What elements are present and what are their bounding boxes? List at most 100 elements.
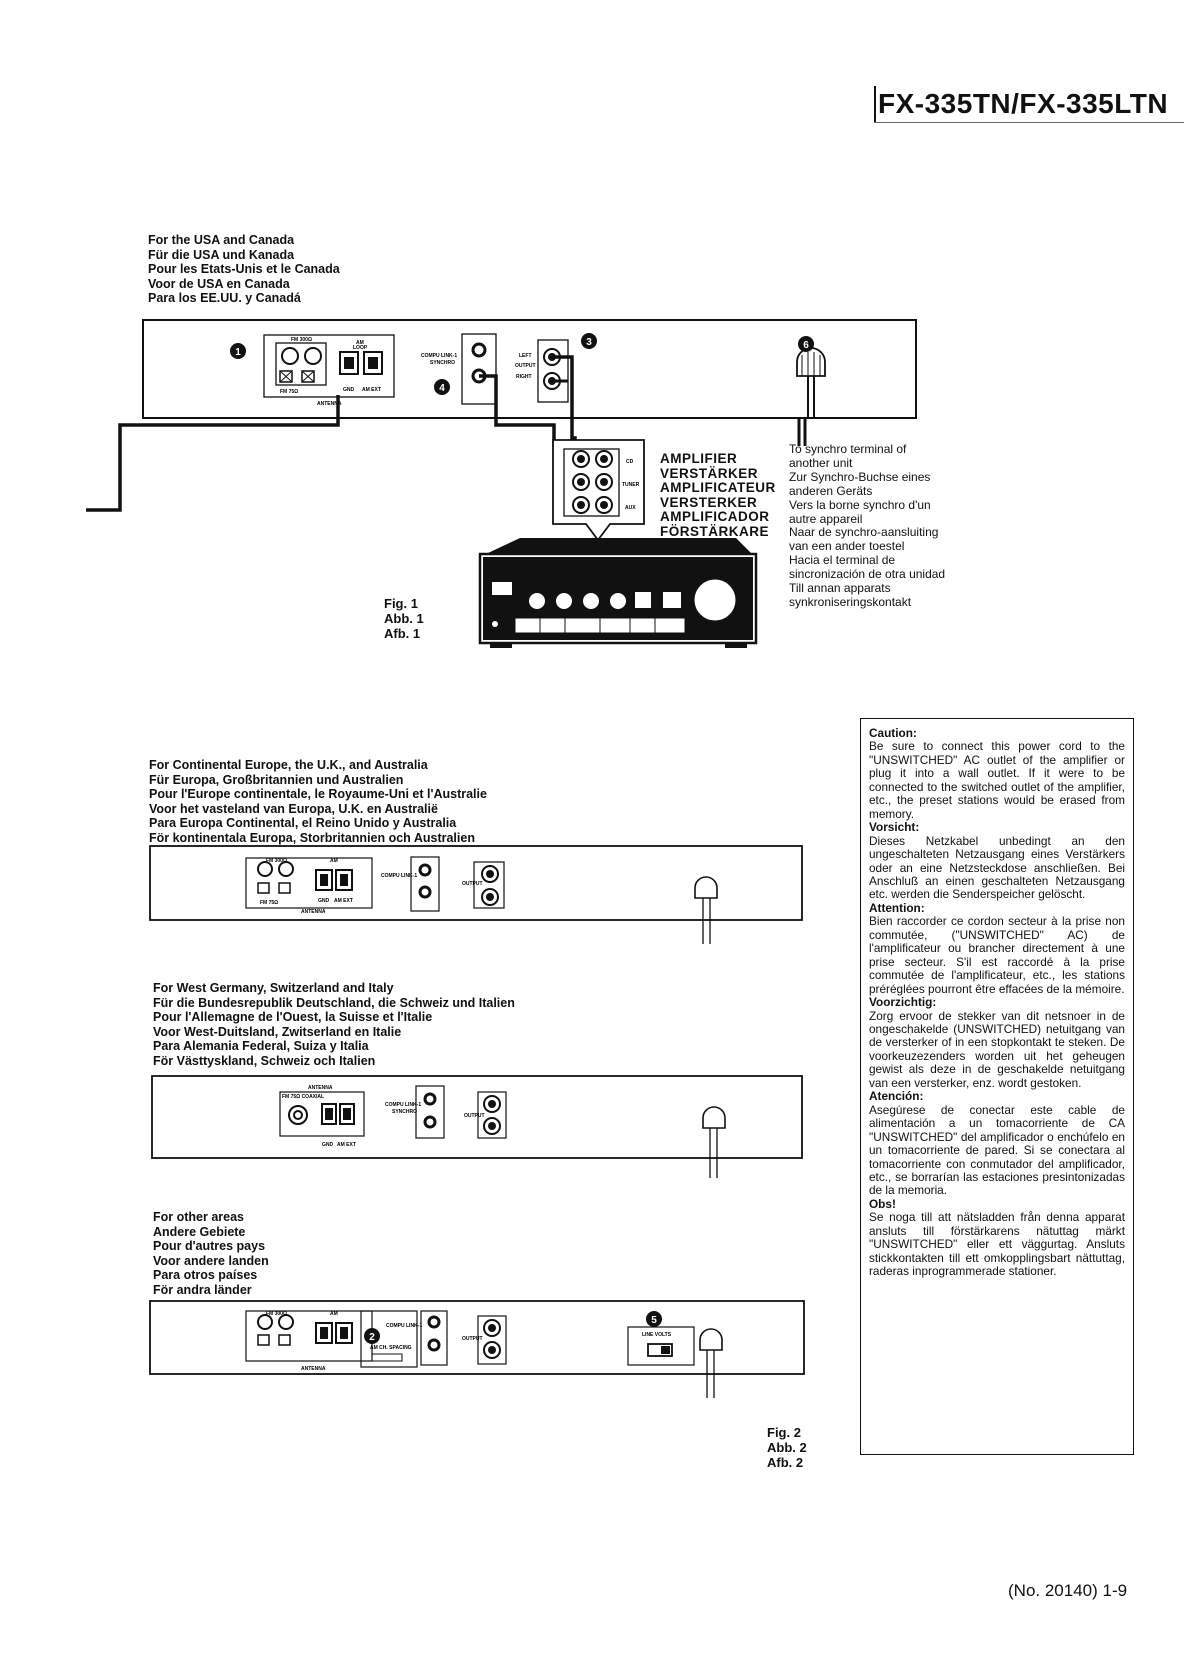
caution-heading: Caution:: [869, 726, 917, 740]
label-synchro: SYNCHRO: [430, 360, 455, 366]
label-cd: CD: [626, 459, 634, 465]
label-output: OUTPUT: [462, 1336, 483, 1342]
label-gnd: GND: [343, 387, 355, 393]
label-compulink: COMPU LINK-1: [381, 873, 417, 879]
callout-5: 5: [651, 1315, 657, 1326]
label-fm300: FM 300Ω: [291, 337, 312, 343]
label-fm75-coaxial: FM 75Ω COAXIAL: [282, 1094, 324, 1100]
label-am: AM: [330, 1311, 338, 1317]
label-amext: AM EXT: [362, 387, 381, 393]
caption-line: Fig. 1: [384, 596, 418, 611]
note-line: To synchro terminal of: [789, 442, 907, 456]
amplifier-illustration: [478, 538, 758, 648]
region-line: Pour l'Europe continentale, le Royaume-U…: [149, 787, 487, 802]
synchro-note: To synchro terminal of another unit Zur …: [789, 442, 1009, 610]
callout-6: 6: [803, 340, 809, 351]
region-germany-heading: For West Germany, Switzerland and Italy …: [153, 981, 515, 1069]
label-output: OUTPUT: [464, 1113, 485, 1119]
region-line: Für die USA und Kanada: [148, 247, 295, 262]
germany-rear-panel: ANTENNA FM 75Ω COAXIAL GND AM EXT COMPU …: [151, 1075, 803, 1178]
note-line: Vers la borne synchro d'un: [789, 497, 931, 512]
region-line: För andra länder: [153, 1282, 252, 1297]
label-antenna: ANTENNA: [301, 909, 326, 915]
fig1-rear-panel: FM 300Ω AM LOOP FM 75Ω GND AM EXT ANTENN…: [142, 319, 917, 419]
fig2-caption: Fig. 2 Abb. 2 Afb. 2: [767, 1425, 807, 1470]
region-line: For other areas: [153, 1210, 245, 1224]
label-amext: AM EXT: [337, 1142, 356, 1148]
label-output: OUTPUT: [515, 363, 536, 369]
label-am: AM: [356, 340, 364, 346]
vorsicht-text: Dieses Netzkabel unbedingt an den ungesc…: [869, 833, 1125, 902]
region-line: För kontinentala Europa, Storbritannien …: [149, 830, 475, 845]
region-line: Pour l'Allemagne de l'Ouest, la Suisse e…: [153, 1010, 433, 1025]
note-line: Hacia el terminal de: [789, 553, 896, 568]
region-line: Für Europa, Großbritannien und Australie…: [149, 772, 404, 787]
region-europe-heading: For Continental Europe, the U.K., and Au…: [149, 758, 487, 846]
label-compulink: COMPU LINK-1: [385, 1102, 421, 1108]
header-underline: [874, 122, 1184, 123]
note-line: synkroniseringskontakt: [789, 594, 912, 609]
label-am-ch-spacing: AM CH. SPACING: [370, 1345, 412, 1351]
note-line: sincronización de otra unidad: [789, 567, 946, 582]
region-line: For Continental Europe, the U.K., and Au…: [149, 758, 428, 772]
amplifier-label: AMPLIFIER VERSTÄRKER AMPLIFICATEUR VERST…: [660, 451, 776, 540]
callout-3: 3: [586, 337, 592, 348]
note-line: another unit: [789, 455, 853, 470]
label-am: AM: [330, 858, 338, 864]
amp-label-line: FÖRSTÄRKARE: [660, 523, 769, 539]
amp-label-line: AMPLIFIER: [660, 451, 738, 466]
attention-text: Bien raccorder ce cordon secteur à la pr…: [869, 914, 1125, 996]
label-line-volts: LINE VOLTS: [642, 1332, 672, 1338]
region-line: Andere Gebiete: [153, 1224, 246, 1239]
caption-line: Afb. 1: [384, 626, 421, 641]
label-compulink: COMPU LINK-1: [386, 1323, 422, 1329]
region-usa-heading: For the USA and Canada Für die USA und K…: [148, 233, 340, 306]
obs-heading: Obs!: [869, 1196, 896, 1211]
label-fm300: FM 300Ω: [266, 1311, 287, 1317]
label-antenna: ANTENNA: [301, 1366, 326, 1372]
callout-2: 2: [369, 1332, 375, 1343]
fig1-callouts: 1 3 4 6: [230, 333, 814, 395]
region-line: Pour d'autres pays: [153, 1239, 266, 1254]
label-synchro: SYNCHRO: [392, 1109, 417, 1115]
label-fm300: FM 300Ω: [266, 858, 287, 864]
region-line: Para otros países: [153, 1268, 258, 1283]
fig1-caption: Fig. 1 Abb. 1 Afb. 1: [384, 596, 424, 641]
model-title: FX-335TN/FX-335LTN: [878, 88, 1169, 119]
other-rear-panel: FM 300Ω AM ANTENNA 2 COMPU LINK-1 AM CH.…: [149, 1300, 805, 1398]
region-line: Voor West-Duitsland, Zwitserland en Ital…: [153, 1024, 402, 1039]
header-rule: [874, 86, 876, 122]
note-line: Till annan apparats: [789, 581, 891, 596]
amp-label-line: AMPLIFICADOR: [660, 509, 770, 525]
atencion-heading: Atención:: [869, 1089, 924, 1104]
amp-label-line: VERSTÄRKER: [660, 465, 759, 481]
label-antenna: ANTENNA: [317, 401, 342, 407]
region-line: Para los EE.UU. y Canadá: [148, 291, 301, 306]
label-fm75: FM 75Ω: [260, 900, 278, 906]
note-line: van een ander toestel: [789, 539, 905, 554]
callout-1: 1: [235, 347, 241, 358]
label-aux: AUX: [625, 505, 636, 511]
label-fm75: FM 75Ω: [280, 389, 298, 395]
caution-box: Caution: Be sure to connect this power c…: [860, 718, 1134, 1455]
label-gnd: GND: [318, 898, 330, 904]
region-other-heading: For other areas Andere Gebiete Pour d'au…: [153, 1210, 269, 1298]
caption-line: Fig. 2: [767, 1425, 801, 1440]
region-line: Voor het vasteland van Europa, U.K. en A…: [149, 801, 438, 816]
amp-label-line: VERSTERKER: [660, 494, 758, 510]
region-line: For the USA and Canada: [148, 233, 295, 247]
region-line: Voor de USA en Canada: [148, 276, 290, 291]
label-output: OUTPUT: [462, 881, 483, 887]
obs-text: Se noga till att nätsladden från denna a…: [869, 1210, 1125, 1279]
voorzichtig-heading: Voorzichtig:: [869, 995, 937, 1010]
label-compulink: COMPU LINK-1: [421, 353, 457, 359]
note-line: Zur Synchro-Buchse eines: [789, 469, 931, 484]
region-line: Para Europa Continental, el Reino Unido …: [149, 816, 457, 831]
atencion-text: Asegúrese de conectar este cable de alim…: [869, 1102, 1125, 1198]
caption-line: Afb. 2: [767, 1455, 804, 1470]
note-line: Naar de synchro-aansluiting: [789, 525, 939, 540]
label-tuner: TUNER: [622, 482, 640, 488]
attention-heading: Attention:: [869, 900, 925, 915]
amp-label-line: AMPLIFICATEUR: [660, 480, 776, 496]
